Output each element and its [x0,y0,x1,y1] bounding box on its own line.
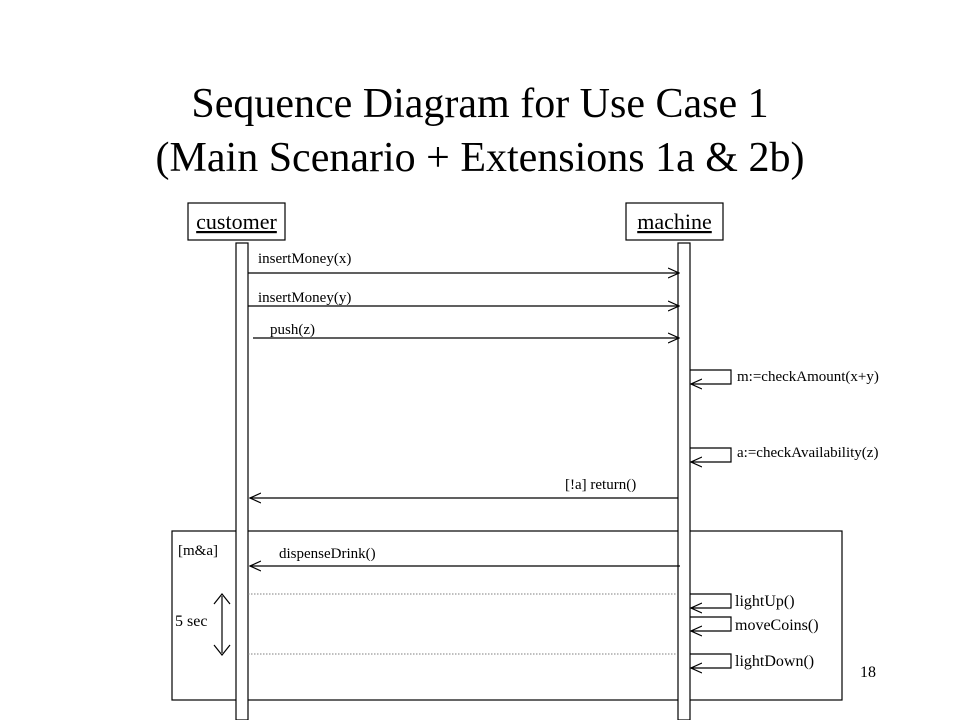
label-move-coins: moveCoins() [735,617,819,634]
label-check-availability: a:=checkAvailability(z) [737,445,878,461]
timing-label: 5 sec [175,613,207,630]
machine-activation-bar [677,242,691,720]
label-light-up: lightUp() [735,593,795,610]
self-arrow-light-up [690,593,732,608]
label-insert-money-x: insertMoney(x) [258,251,351,267]
label-light-down: lightDown() [735,653,814,670]
label-push-z: push(z) [270,322,315,338]
customer-activation-bar [235,242,249,720]
label-dispense-drink: dispenseDrink() [279,546,376,562]
timing-arrow-down-icon [213,644,231,656]
label-insert-money-y: insertMoney(y) [258,290,351,306]
self-arrow-move-coins [690,616,732,631]
label-check-amount: m:=checkAmount(x+y) [737,369,879,385]
actor-customer-label: customer [196,209,277,234]
page-number: 18 [860,664,876,681]
self-arrow-light-down [690,653,732,668]
actor-machine: machine [625,202,724,241]
self-arrow-check-availability [690,447,732,462]
fragment-guard: [m&a] [178,543,218,559]
combined-fragment-frame [171,530,843,701]
diagram-title-line-1: Sequence Diagram for Use Case 1 [191,81,769,127]
diagram-title-line-2: (Main Scenario + Extensions 1a & 2b) [155,135,805,181]
self-arrow-check-amount [690,369,732,384]
label-return: [!a] return() [565,477,636,493]
actor-machine-label: machine [637,209,712,234]
timing-arrow-up-icon [213,593,231,605]
actor-customer: customer [187,202,286,241]
